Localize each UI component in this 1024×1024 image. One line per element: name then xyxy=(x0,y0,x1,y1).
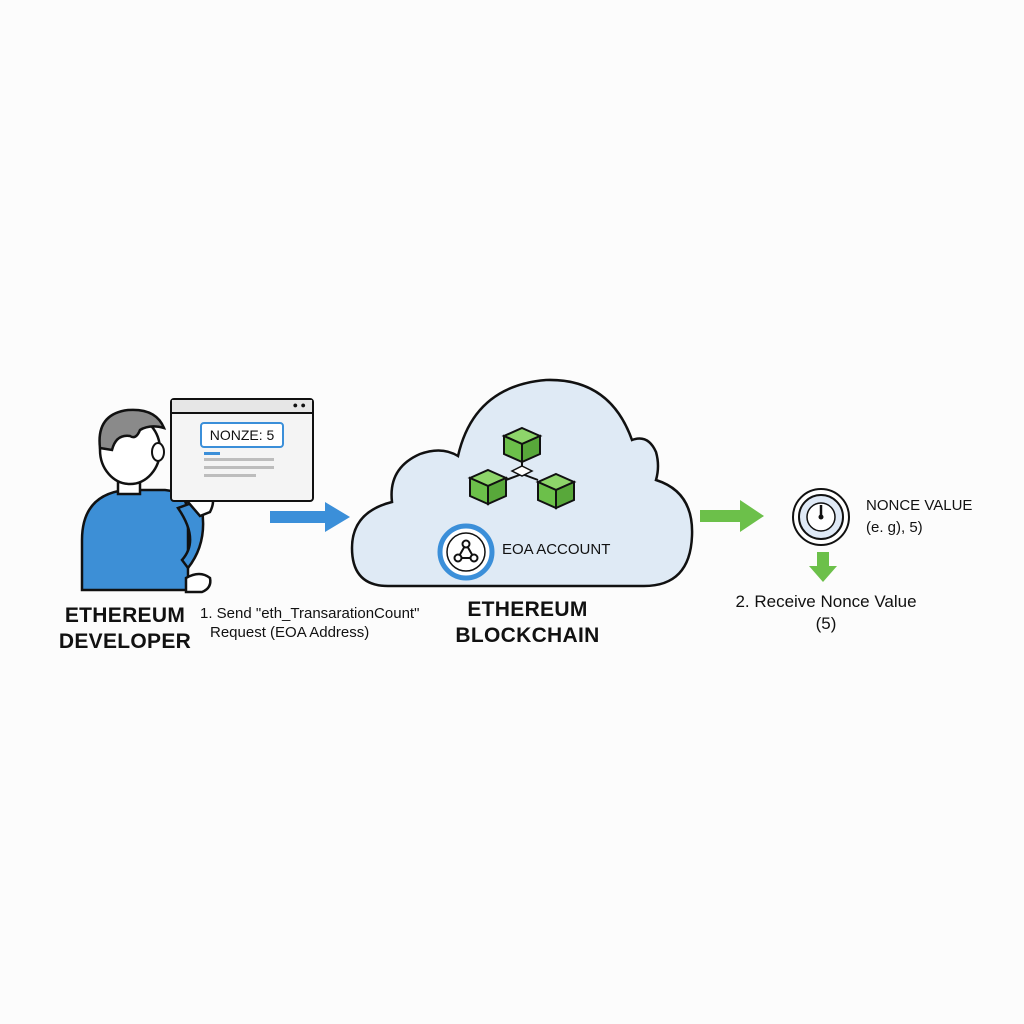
receive-arrow-down xyxy=(809,552,837,582)
step2-line2: (5) xyxy=(815,614,837,633)
blockchain-label: ETHEREUM BLOCKCHAIN xyxy=(440,597,615,649)
developer-label: ETHEREUM DEVELOPER xyxy=(50,603,200,655)
nonce-gauge-icon xyxy=(792,488,850,546)
cubes-icon xyxy=(467,426,577,510)
step2-line1: 2. Receive Nonce Value xyxy=(735,592,917,611)
step2-caption: 2. Receive Nonce Value (5) xyxy=(716,591,936,635)
screen-line xyxy=(204,474,256,477)
developer-illustration xyxy=(80,408,215,594)
step1-line2: Request (EOA Address) xyxy=(210,624,370,641)
developer-label-line1: ETHEREUM xyxy=(64,604,186,627)
cube-right xyxy=(535,472,577,510)
screen-line xyxy=(204,466,274,469)
screen-line xyxy=(204,458,274,461)
developer-screen: ● ● NONZE: 5 xyxy=(170,398,314,502)
screen-badge: NONZE: 5 xyxy=(200,422,284,448)
screen-badge-text: NONZE: 5 xyxy=(209,427,275,443)
cube-top xyxy=(501,426,543,464)
nonce-example: (e. g), 5) xyxy=(866,519,923,536)
blockchain-cloud xyxy=(350,378,694,588)
screen-dots-icon: ● ● xyxy=(292,400,306,410)
eoa-account-label: EOA ACCOUNT xyxy=(502,541,611,558)
response-arrow xyxy=(700,500,764,532)
developer-label-line2: DEVELOPER xyxy=(58,630,192,653)
step1-line1: 1. Send "eth_TransarationCount" xyxy=(200,605,420,622)
request-arrow xyxy=(270,502,350,532)
screen-titlebar: ● ● xyxy=(172,400,312,414)
person-body xyxy=(80,488,190,592)
person-lower-hand xyxy=(184,572,212,594)
cube-center-small xyxy=(510,465,534,477)
cube-left xyxy=(467,468,509,506)
person-hair xyxy=(98,408,167,452)
blockchain-label-line2: BLOCKCHAIN xyxy=(455,624,600,647)
cloud-shape xyxy=(350,378,694,588)
screen-accent-line xyxy=(204,452,220,455)
nonce-title: NONCE VALUE xyxy=(866,497,973,514)
blockchain-label-line1: ETHEREUM xyxy=(467,598,588,621)
eoa-account-icon xyxy=(437,523,495,581)
step1-caption: 1. Send "eth_TransarationCount" Request … xyxy=(200,604,460,642)
nonce-caption: NONCE VALUE (e. g), 5) xyxy=(866,496,1016,537)
